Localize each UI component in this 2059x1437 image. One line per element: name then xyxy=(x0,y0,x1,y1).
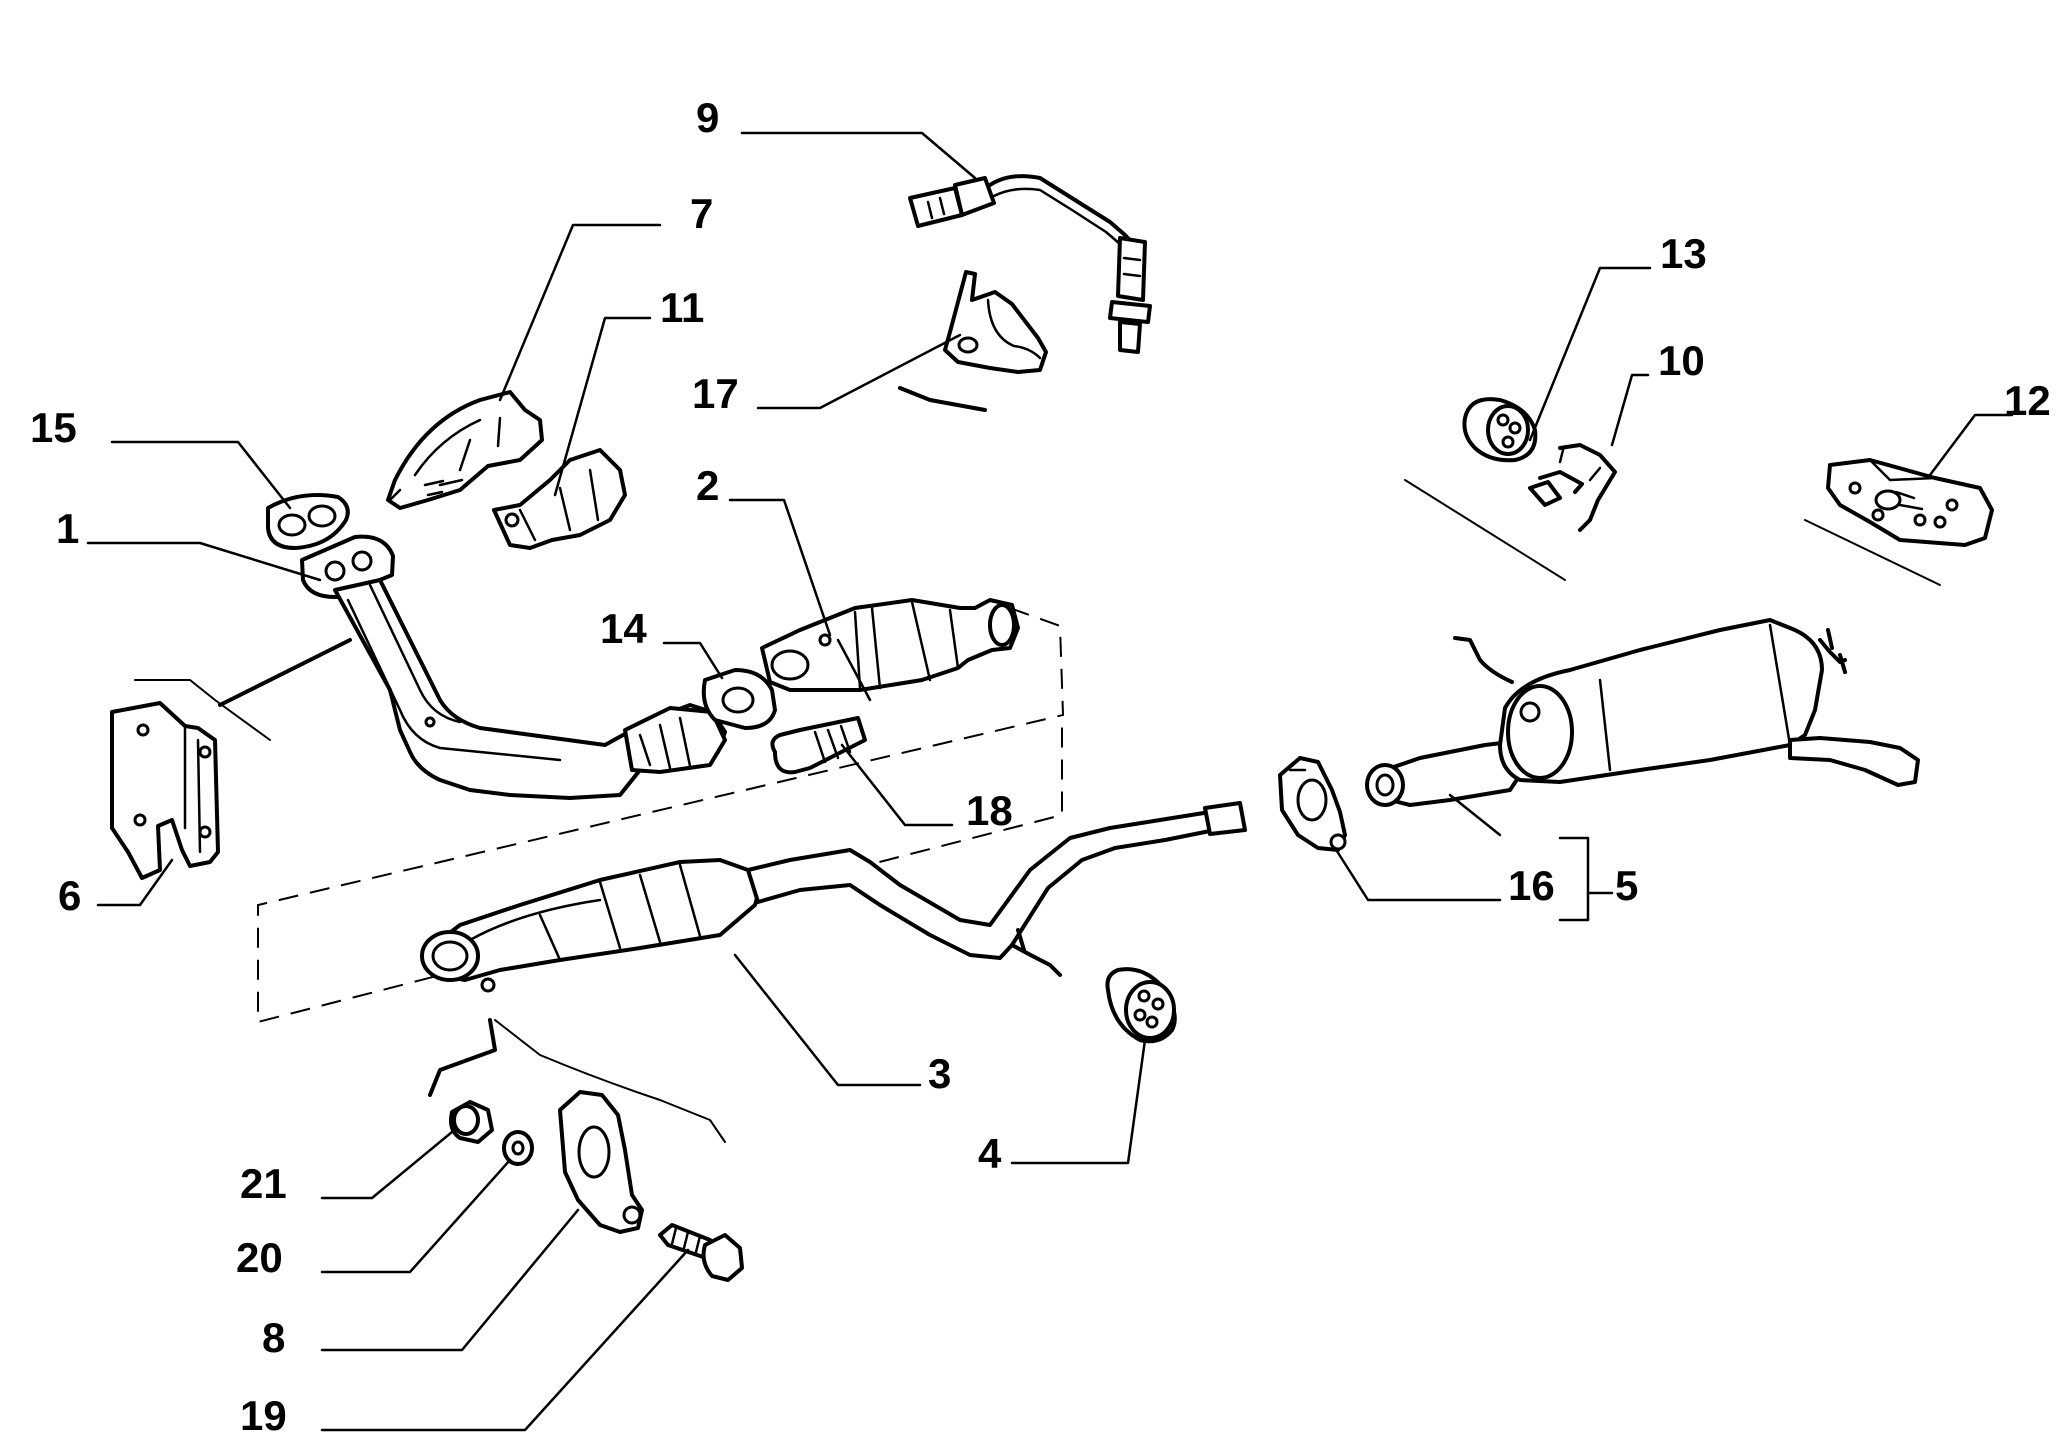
part-14-gasket xyxy=(701,668,777,730)
leader-lines xyxy=(86,131,2014,1432)
part-10-hanger xyxy=(1528,443,1617,532)
callout-20: 20 xyxy=(236,1234,283,1281)
part-20-washer xyxy=(502,1130,534,1166)
callout-17: 17 xyxy=(692,370,739,417)
callout-21: 21 xyxy=(240,1160,287,1207)
callout-8: 8 xyxy=(262,1314,285,1361)
callout-18: 18 xyxy=(966,787,1013,834)
part-3-centre-silencer xyxy=(420,801,1247,993)
part-6-bracket xyxy=(110,701,220,880)
callout-1: 1 xyxy=(56,505,79,552)
part-21-nut xyxy=(449,1100,494,1144)
callout-6: 6 xyxy=(58,872,81,919)
callout-4: 4 xyxy=(978,1130,1002,1177)
callout-3: 3 xyxy=(928,1050,951,1097)
assembly-boundary-dashed xyxy=(257,607,1065,1024)
callout-12: 12 xyxy=(2004,377,2051,424)
part-17-bracket xyxy=(943,270,1048,374)
part-12-heat-shield xyxy=(1826,458,1994,547)
part-13-rubber-mount xyxy=(1462,397,1538,463)
callout-16: 16 xyxy=(1508,862,1555,909)
callout-labels: 9 7 11 15 1 6 17 2 14 18 3 4 16 5 13 10 … xyxy=(30,94,2051,1437)
part-1-front-pipe xyxy=(300,534,727,800)
part-5-rear-silencer xyxy=(1365,618,1920,807)
callout-13: 13 xyxy=(1660,230,1707,277)
part-16-clamp xyxy=(1278,756,1347,852)
part-4-rubber-mount xyxy=(1105,967,1177,1044)
callout-9: 9 xyxy=(696,94,719,141)
callout-11: 11 xyxy=(660,284,704,331)
part-2-catalytic-converter xyxy=(760,598,1020,702)
part-18-bolt xyxy=(770,716,867,775)
part-11-heat-shield xyxy=(492,448,627,550)
part-19-bolt xyxy=(658,1223,744,1282)
callout-5: 5 xyxy=(1615,862,1638,909)
part-8-clamp xyxy=(558,1090,644,1234)
assembly-markers xyxy=(134,386,1941,1143)
part-7-heat-shield xyxy=(386,390,544,510)
callout-10: 10 xyxy=(1658,337,1705,384)
part-15-gasket xyxy=(266,493,350,550)
callout-2: 2 xyxy=(696,462,719,509)
callout-7: 7 xyxy=(690,190,713,237)
part-9-oxygen-sensor xyxy=(908,174,1152,354)
callout-15: 15 xyxy=(30,404,77,451)
callout-14: 14 xyxy=(600,605,647,652)
callout-19: 19 xyxy=(240,1392,287,1437)
